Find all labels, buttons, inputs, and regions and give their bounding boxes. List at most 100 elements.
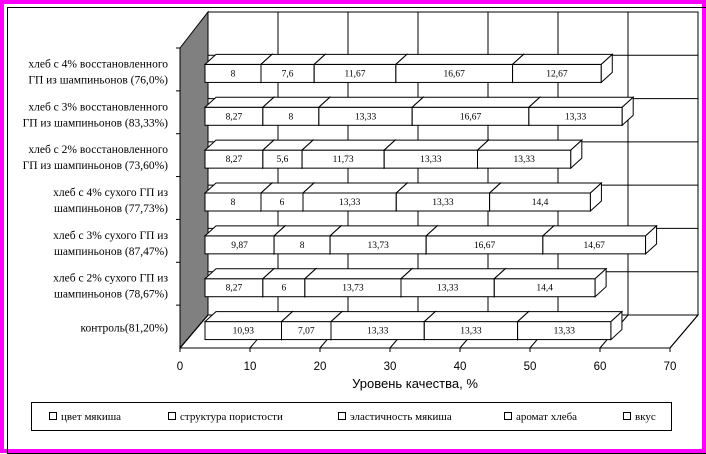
side-wall <box>179 10 209 350</box>
legend-label-4: вкус <box>635 411 656 423</box>
bar-top-c4-s2 <box>328 225 439 237</box>
category-label-4-1: шампиньонов (87,47%) <box>54 246 168 258</box>
data-label-c1-s1: 8 <box>289 112 294 122</box>
category-label-2-1: ГП из шампиньонов (73,60%) <box>23 160 169 172</box>
x-axis-title: Уровень качества, % <box>352 376 478 391</box>
data-label-c4-s4: 14,67 <box>584 241 606 251</box>
bar-top-c5-s4 <box>493 268 608 280</box>
bar-side-c5-s4 <box>594 267 607 298</box>
bar-top-c5-s3 <box>399 268 507 280</box>
data-label-c5-s4: 14,4 <box>536 284 553 294</box>
data-label-c6-s4: 13,33 <box>554 327 576 337</box>
legend-label-2: эластичность мякиша <box>350 411 452 423</box>
data-label-c3-s4: 14,4 <box>532 198 549 208</box>
bar-side-c4-s4 <box>645 224 658 255</box>
data-label-c2-s2: 11,73 <box>333 155 354 165</box>
category-label-5-1: шампиньонов (78,67%) <box>54 289 168 301</box>
bar-top-c1-s2 <box>317 96 425 108</box>
category-label-0-0: хлеб с 4% восстановленного <box>28 58 168 70</box>
data-label-c5-s0: 8,27 <box>226 284 243 294</box>
category-label-1-1: ГП из шампиньонов (83,33%) <box>23 117 169 129</box>
category-label-6-0: контроль(81,20%) <box>80 323 168 335</box>
data-label-c3-s0: 8 <box>231 198 236 208</box>
bar-top-c3-s2 <box>301 182 409 194</box>
data-label-c4-s1: 8 <box>300 241 305 251</box>
data-label-c2-s3: 13,33 <box>420 155 442 165</box>
legend-item-2: эластичность мякиша <box>338 411 452 423</box>
x-tick-label-0: 0 <box>177 361 183 373</box>
x-tick-label-1: 10 <box>244 361 257 373</box>
category-label-2-0: хлеб с 2% восстановленного <box>28 144 168 156</box>
floor-gridline-70 <box>669 314 699 349</box>
legend-swatch-3 <box>504 412 512 421</box>
bar-top-c4-s3 <box>424 225 556 237</box>
bar-top-c4-s0 <box>203 225 287 237</box>
data-label-c2-s1: 5,6 <box>277 155 289 165</box>
bar-top-c0-s3 <box>394 53 525 65</box>
bar-top-c0-s2 <box>312 53 409 65</box>
bar-top-c6-s0 <box>203 311 294 323</box>
x-tick-label-6: 60 <box>594 361 607 373</box>
bar-side-c3-s4 <box>589 181 602 213</box>
data-label-c4-s2: 13,73 <box>367 241 389 251</box>
data-label-c4-s0: 9,87 <box>231 241 248 251</box>
category-label-3-1: шампиньонов (77,73%) <box>54 203 168 215</box>
bar-side-c2-s4 <box>570 139 583 170</box>
bar-top-c0-s4 <box>511 53 614 65</box>
data-label-c1-s4: 13,33 <box>565 112 587 122</box>
bar-top-c4-s4 <box>541 225 658 237</box>
data-label-c3-s2: 13,33 <box>339 198 361 208</box>
data-label-c0-s1: 7,6 <box>282 69 294 79</box>
data-label-c2-s4: 13,33 <box>513 155 535 165</box>
x-tick-label-4: 40 <box>454 361 467 373</box>
bar-side-c6-s4 <box>610 310 623 341</box>
bar-top-c3-s3 <box>395 182 502 194</box>
bar-top-c3-s4 <box>488 182 603 194</box>
bar-side-c0-s4 <box>600 53 613 84</box>
category-label-0-1: ГП из шампиньонов (76,0%) <box>28 74 168 86</box>
legend-label-1: структура пористости <box>180 411 283 423</box>
data-label-c0-s3: 16,67 <box>444 69 466 79</box>
data-label-c1-s2: 13,33 <box>355 112 377 122</box>
data-label-c5-s2: 13,73 <box>342 284 364 294</box>
data-label-c1-s0: 8,27 <box>226 112 243 122</box>
floor-gridline-0 <box>179 314 209 349</box>
legend-item-1: структура пористости <box>168 411 283 423</box>
legend-swatch-4 <box>623 412 631 421</box>
bar-top-c2-s4 <box>476 139 584 151</box>
data-label-c5-s3: 13,33 <box>437 284 459 294</box>
bar-top-c1-s3 <box>410 96 542 108</box>
data-label-c5-s1: 6 <box>282 284 287 294</box>
bar-top-c2-s0 <box>203 139 276 151</box>
legend-item-3: аромат хлеба <box>504 411 577 423</box>
data-label-c4-s3: 16,67 <box>474 241 496 251</box>
legend-swatch-2 <box>338 412 346 421</box>
category-label-4-0: хлеб с 3% сухого ГП из <box>53 230 168 242</box>
bar-top-c1-s0 <box>203 96 276 108</box>
bar-top-c2-s3 <box>382 139 490 151</box>
legend-label-3: аромат хлеба <box>516 411 578 423</box>
data-label-c1-s3: 16,67 <box>460 112 482 122</box>
x-tick-label-5: 50 <box>524 361 537 373</box>
data-label-c0-s4: 12,67 <box>546 69 568 79</box>
bar-top-c5-s2 <box>303 268 414 280</box>
data-label-c6-s1: 7,07 <box>298 327 315 337</box>
bar-top-c6-s2 <box>329 311 437 323</box>
data-label-c6-s2: 13,33 <box>367 327 389 337</box>
legend-item-0: цвет мякиша <box>49 411 121 423</box>
x-tick-label-7: 70 <box>664 361 677 373</box>
data-label-c6-s0: 10,93 <box>233 327 255 337</box>
legend-swatch-0 <box>49 412 57 421</box>
legend: цвет мякиша структура пористости эластич… <box>31 402 672 431</box>
x-tick-label-2: 20 <box>314 361 327 373</box>
bar-top-c1-s4 <box>527 96 635 108</box>
data-label-c2-s0: 8,27 <box>226 155 243 165</box>
data-label-c0-s0: 8 <box>231 69 236 79</box>
bar-top-c6-s3 <box>423 311 530 323</box>
bar-top-c6-s4 <box>516 311 624 323</box>
legend-label-0: цвет мякиша <box>61 411 122 423</box>
bar-top-c5-s0 <box>203 268 276 280</box>
legend-swatch-1 <box>168 412 176 421</box>
category-label-5-0: хлеб с 2% сухого ГП из <box>53 273 168 285</box>
